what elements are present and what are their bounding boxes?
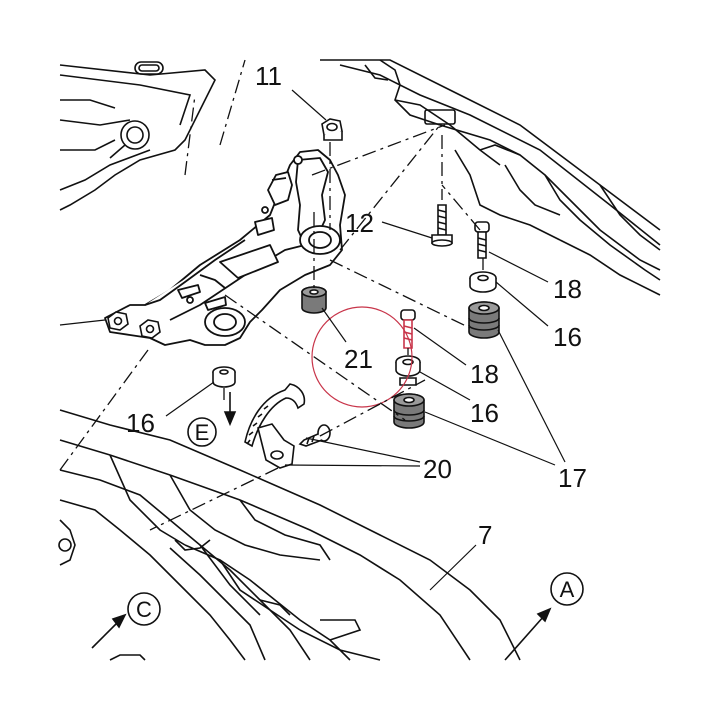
part-21-highlight-circle: [311, 306, 413, 408]
part-20-mounting-tab: [257, 423, 295, 469]
callout-18-lower: 18: [470, 359, 499, 389]
callout-leader-lines: [59, 89, 566, 591]
callout-7: 7: [478, 520, 492, 550]
callout-16-lower: 16: [470, 398, 499, 428]
callout-16-upper: 16: [553, 322, 582, 352]
view-c-marker-letter: C: [136, 597, 152, 622]
right-mount-rubber-17: [468, 301, 500, 339]
callout-12: 12: [345, 208, 374, 238]
view-c-arrow: [91, 613, 127, 649]
callout-20: 20: [423, 454, 452, 484]
center-mount-rubber-17: [393, 393, 425, 429]
callout-17: 17: [558, 463, 587, 493]
view-e-arrow: [223, 392, 237, 427]
view-a-marker-letter: A: [560, 577, 575, 602]
callout-11: 11: [255, 61, 282, 91]
callout-18-upper: 18: [553, 274, 582, 304]
lower-body-structure: [58, 409, 521, 661]
part-11-nut: [321, 118, 343, 141]
upper-right-body-rail: [320, 59, 661, 296]
part-21-bushing: [301, 286, 327, 314]
part-20-screw: [298, 424, 331, 447]
right-mount-washer-16: [469, 271, 497, 293]
callout-16-left: 16: [126, 408, 155, 438]
callout-21: 21: [344, 344, 373, 374]
view-a-marker-circle: [550, 572, 584, 606]
upper-left-body-panel: [59, 61, 216, 211]
left-mount-washer-16: [212, 366, 236, 388]
bracket-mount-nuts: [107, 311, 161, 339]
view-a-arrow: [504, 607, 552, 661]
center-mount-washer-16: [395, 355, 421, 386]
part-20-cable-clip: [244, 383, 306, 448]
view-c-marker-circle: [127, 592, 161, 626]
mounting-bracket: [104, 149, 346, 346]
view-e-marker-circle: [187, 417, 217, 447]
right-mount-bolt-18: [474, 221, 490, 259]
part-12-bolt: [431, 204, 453, 247]
assembly-center-lines: [59, 59, 484, 531]
view-e-marker-letter: E: [195, 420, 210, 445]
